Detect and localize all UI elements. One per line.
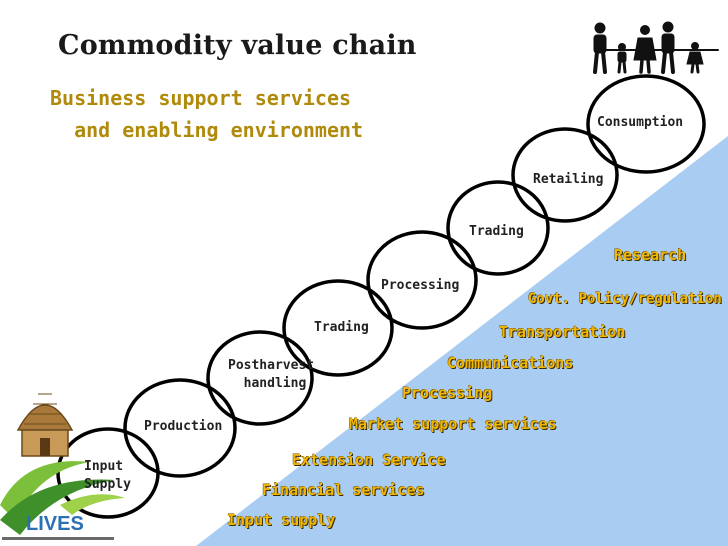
service-input-supply: Input supply	[227, 511, 336, 529]
lives-logo-text: LIVES	[26, 513, 84, 535]
service-transportation: Transportation	[499, 323, 626, 341]
enabling-environment-triangle	[196, 136, 728, 546]
ring-trading-1	[282, 279, 394, 377]
ring-production	[123, 378, 237, 478]
ring-processing	[366, 230, 478, 330]
stage-label-processing: Processing	[381, 278, 460, 293]
hut-icon	[16, 393, 74, 457]
stage-label-retailing: Retailing	[533, 172, 604, 187]
page-title: Commodity value chain	[58, 30, 417, 61]
stage-label-input-supply: Input Supply	[84, 459, 131, 492]
stage-label-consumption: Consumption	[597, 115, 684, 130]
chain-rings	[56, 74, 706, 519]
service-communications: Communications	[447, 354, 574, 372]
ring-consumption	[586, 74, 706, 174]
service-govt-policy: Govt. Policy/regulation	[528, 291, 722, 307]
subtitle: Business support services and enabling e…	[50, 86, 364, 142]
ring-trading-2	[446, 180, 550, 276]
ring-retailing	[511, 127, 619, 223]
service-research: Research	[614, 246, 687, 264]
service-extension: Extension Service	[292, 451, 446, 469]
service-processing: Processing	[402, 384, 493, 402]
family-icon	[593, 21, 719, 74]
stage-label-trading-1: Trading	[314, 320, 369, 335]
lives-logo: LIVES	[0, 461, 125, 540]
stage-label-trading-2: Trading	[469, 224, 524, 239]
ring-postharvest	[206, 330, 314, 426]
stage-label-postharvest: Postharvest handling	[228, 358, 315, 391]
service-financial: Financial services	[262, 481, 425, 499]
stage-label-production: Production	[144, 419, 223, 434]
service-market-support: Market support services	[349, 415, 557, 433]
